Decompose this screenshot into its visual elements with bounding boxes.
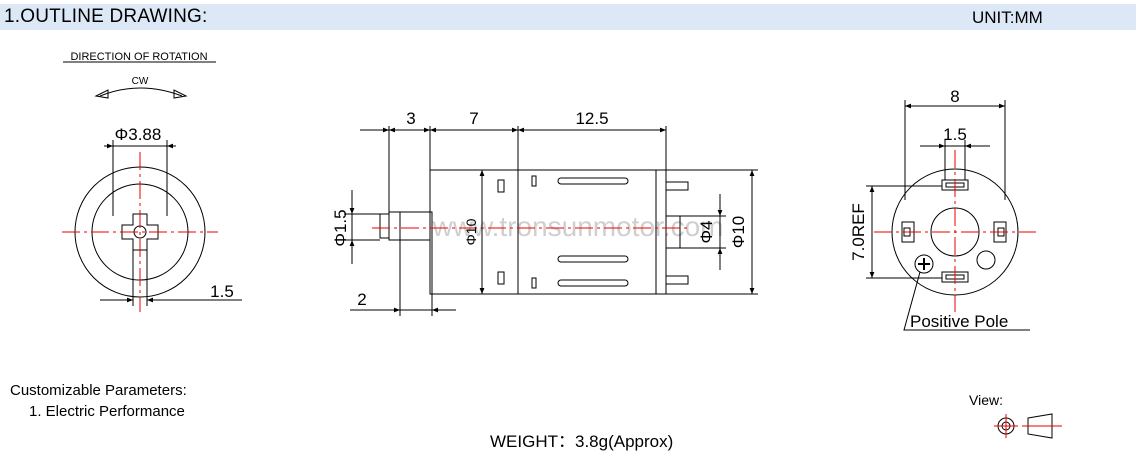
rotation-heading: DIRECTION OF ROTATION [70, 51, 207, 63]
side-rear-boss [665, 215, 681, 249]
section-title: 1.OUTLINE DRAWING: [4, 6, 208, 27]
notes-heading: Customizable Parameters: [10, 382, 187, 399]
front-width-dimension: 1.5 [210, 282, 234, 301]
view-label: View: [969, 392, 1003, 408]
positive-mark [914, 254, 934, 274]
rotation-arrow-right [173, 89, 188, 99]
side-view: 3 7 12.5 Φ1.5 2 Φ10 Φ4 Φ10 [331, 109, 758, 316]
side-collar-length: 2 [357, 290, 366, 309]
front-view: DIRECTION OF ROTATION CW Φ3.88 1.5 [62, 51, 242, 312]
side-terminal-bottom [665, 275, 689, 285]
side-terminal-top [665, 181, 689, 191]
side-can-diameter: Φ10 [729, 216, 748, 248]
side-rear-diameter: Φ4 [697, 220, 716, 243]
side-shaft-diameter: Φ1.5 [331, 209, 350, 246]
side-collar [399, 211, 433, 311]
header-bar: 1.OUTLINE DRAWING: UNIT:MM [0, 4, 1136, 30]
unit-label: UNIT:MM [972, 8, 1043, 27]
rear-terminal-dimension: 1.5 [943, 125, 967, 144]
rear-ref-dimension: 7.0REF [849, 203, 868, 261]
side-shaft [388, 211, 431, 241]
side-shaft-tip [379, 213, 390, 239]
positive-pole-label: Positive Pole [910, 312, 1008, 331]
projection-symbol [994, 413, 1062, 439]
side-body-diameter: Φ10 [463, 218, 479, 245]
notes-item-1: 1. Electric Performance [29, 403, 185, 420]
rear-view: 8 1.5 7.0REF Positive Pole [849, 87, 1036, 331]
rear-width-dimension: 8 [950, 87, 959, 106]
rotation-arrow-left [94, 89, 109, 99]
weight-label: WEIGHT：3.8g(Approx) [490, 432, 674, 451]
rotation-arc [99, 87, 183, 97]
side-dim-7: 7 [469, 109, 478, 128]
side-dim-3: 3 [406, 109, 415, 128]
side-dim-12-5: 12.5 [575, 109, 608, 128]
rotation-direction: CW [132, 76, 149, 87]
rear-hole [976, 250, 996, 270]
front-shaft-dimension: Φ3.88 [115, 125, 162, 144]
